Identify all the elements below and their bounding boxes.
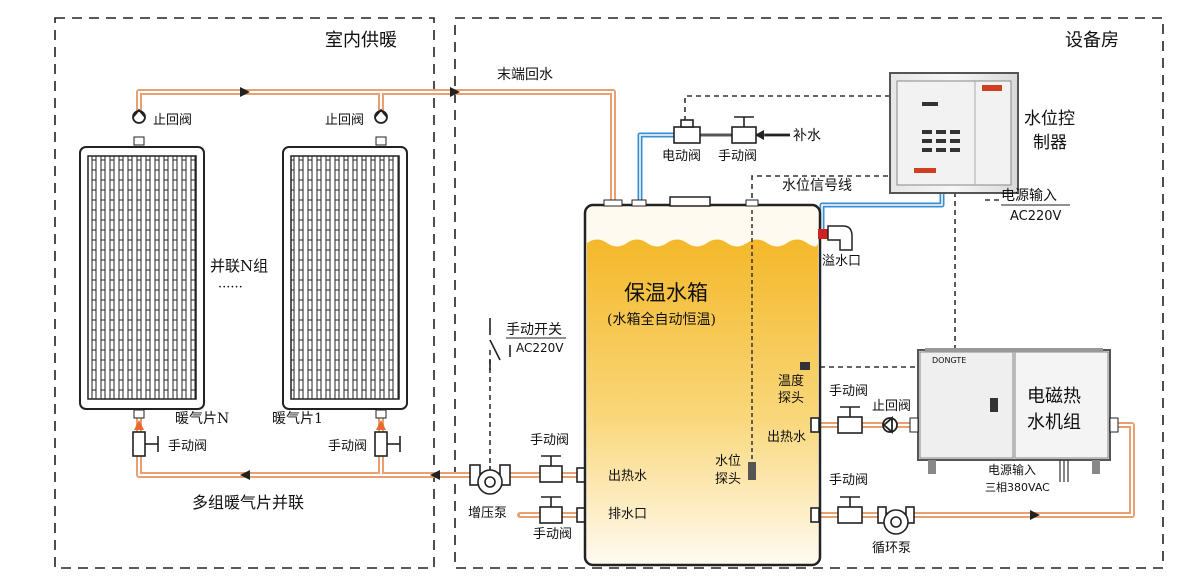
controller-title-2: 制器: [1033, 133, 1067, 153]
electric-valve-label: 电动阀: [662, 149, 701, 164]
check-valve-icon: [132, 108, 388, 124]
level-probe-label-2: 探头: [715, 472, 741, 487]
makeup-manual-valve-label: 手动阀: [718, 149, 757, 164]
fitting-icon: [133, 136, 145, 146]
manual-valve-right-label: 手动阀: [328, 439, 367, 454]
heater-title-1: 电磁热: [1027, 386, 1081, 407]
check-valve-icon: [882, 416, 898, 434]
electromagnetic-heater-unit: [909, 348, 1119, 482]
radiator-n-label: 暖气片N: [175, 411, 229, 427]
makeup-pipe-inner: [639, 134, 943, 235]
radiator-1: [282, 146, 408, 410]
heater-brand: DONGTE: [932, 356, 966, 365]
tank-hot-out-label: 出热水: [608, 469, 647, 484]
signal-line-label: 水位信号线: [782, 178, 852, 194]
overflow-outlet-icon: [818, 225, 853, 251]
manual-valve-icon: [810, 406, 863, 524]
heater-power-spec: 三相380VAC: [985, 481, 1050, 494]
manual-valve-icon: [731, 116, 757, 144]
heater-power-label: 电源输入: [988, 462, 1036, 477]
equipment-zone-title: 设备房: [1065, 30, 1119, 51]
booster-pump-icon: [469, 464, 511, 495]
heater-check-valve-label: 止回阀: [872, 399, 911, 414]
supply-valve-label: 手动阀: [530, 433, 569, 448]
insulated-tank: [583, 196, 822, 567]
circulation-pump-label: 循环泵: [872, 541, 911, 556]
heater-out-valve-label: 手动阀: [829, 384, 868, 399]
heater-title-2: 水机组: [1027, 412, 1081, 433]
booster-pump-label: 增压泵: [468, 506, 507, 521]
circulation-pump-icon: [877, 506, 915, 535]
radiator-n: [79, 146, 205, 410]
temp-probe-label-2: 探头: [778, 391, 804, 406]
makeup-arrow-head: [755, 130, 764, 140]
manual-switch-icon: [489, 318, 511, 370]
parallel-label: 多组暖气片并联: [192, 493, 304, 512]
manual-valve-left-label: 手动阀: [168, 439, 207, 454]
controller-power-label: 电源输入: [1001, 188, 1057, 204]
tank-drain-label: 排水口: [608, 507, 647, 522]
return-pipe-label: 末端回水: [497, 67, 553, 83]
controller-title-1: 水位控: [1024, 109, 1075, 129]
drain-valve-label: 手动阀: [533, 527, 572, 542]
tank-right-hot-out-label: 出热水: [767, 430, 806, 445]
check-valve-right-label: 止回阀: [325, 113, 364, 128]
makeup-water-label: 补水: [793, 128, 821, 144]
tank-subtitle: (水箱全自动恒温): [607, 311, 716, 328]
controller-power-voltage: AC220V: [1010, 209, 1062, 224]
parallel-n-label: 并联N组: [210, 257, 268, 275]
level-probe-label-1: 水位: [715, 454, 741, 469]
manual-switch-label: 手动开关: [506, 322, 562, 338]
radiator-1-label: 暖气片1: [272, 411, 323, 427]
electric-valve-icon: [673, 119, 701, 144]
temp-probe-label-1: 温度: [778, 373, 804, 389]
manual-switch-voltage: AC220V: [516, 341, 564, 355]
overflow-label: 溢水口: [822, 254, 861, 269]
fitting-icon: [375, 409, 387, 419]
manual-valve-icon: [539, 455, 586, 524]
heater-in-valve-label: 手动阀: [829, 473, 868, 488]
water-level-controller: [889, 72, 1019, 194]
check-valve-left-label: 止回阀: [153, 113, 192, 128]
parallel-dots: ······: [218, 280, 243, 295]
tank-title: 保温水箱: [624, 281, 708, 305]
indoor-zone-border: [54, 17, 435, 569]
fitting-icon: [375, 136, 387, 146]
manual-valve-icon: [132, 431, 401, 457]
fitting-icon: [133, 409, 145, 419]
indoor-zone-title: 室内供暖: [325, 30, 397, 51]
